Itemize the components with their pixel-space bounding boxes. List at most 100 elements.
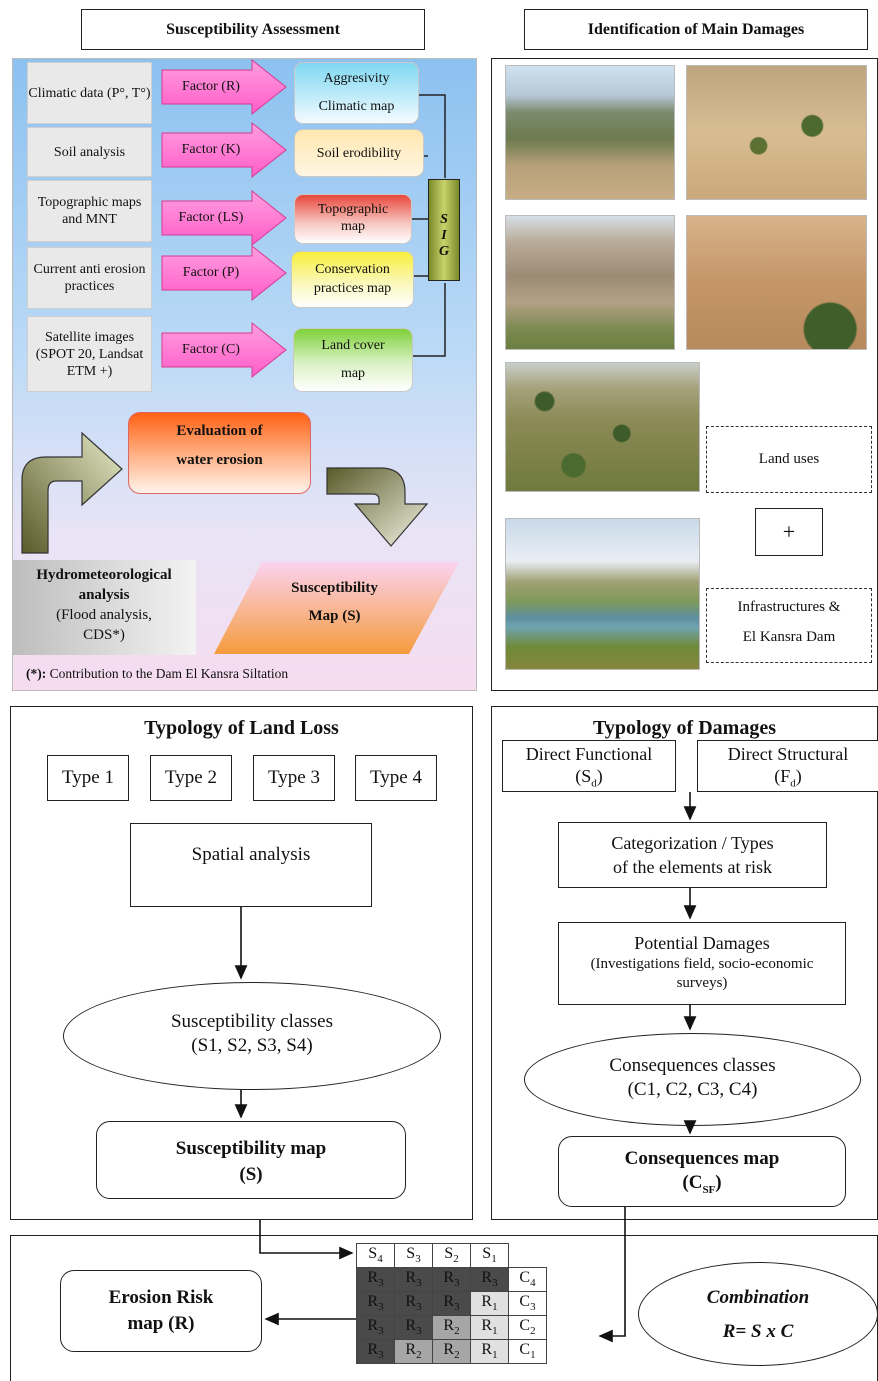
sd-sub: d <box>591 777 597 790</box>
cmap-line: (CSF) <box>682 1172 722 1196</box>
hydro-subtitle: (Flood analysis, CDS*) <box>56 607 152 643</box>
sig-letter: I <box>441 228 447 243</box>
factor-r-label: Factor (R) <box>182 79 240 94</box>
susceptibility-classes-ellipse: Susceptibility classes (S1, S2, S3, S4) <box>63 982 441 1090</box>
susceptibility-assessment-header: Susceptibility Assessment <box>81 9 425 50</box>
damages-title: Typology of Damages <box>593 716 776 739</box>
landscape-photo-4 <box>686 215 867 350</box>
susceptibility-line: Susceptibility <box>291 580 378 596</box>
factor-c-label: Factor (C) <box>182 342 240 357</box>
matrix-s-header: S1 <box>470 1243 509 1268</box>
type-1-box: Type 1 <box>47 755 129 801</box>
combination-ellipse: Combination R= S x C <box>638 1262 878 1366</box>
erosion-line: Erosion Risk <box>108 1287 214 1308</box>
landscape-photo-3 <box>505 215 675 350</box>
classes-line: (S1, S2, S3, S4) <box>191 1035 313 1056</box>
matrix-s-header: S2 <box>432 1243 471 1268</box>
matrix-s-header: S4 <box>356 1243 395 1268</box>
formula-label: R= S x C <box>722 1321 794 1342</box>
evaluation-line: Evaluation of <box>176 423 263 439</box>
infrastructures-box: Infrastructures & El Kansra Dam <box>706 588 872 663</box>
source-soil-analysis: Soil analysis <box>27 127 152 177</box>
potential-damages-box: Potential Damages (Investigations field,… <box>558 922 846 1005</box>
landscape-photo-1 <box>505 65 675 200</box>
potential-title: Potential Damages <box>634 933 770 953</box>
land-loss-title: Typology of Land Loss <box>144 716 339 739</box>
sd-label: (Sd) <box>575 766 603 790</box>
source-satellite-images: Satellite images (SPOT 20, Landsat ETM +… <box>27 316 152 392</box>
factor-k-label: Factor (K) <box>181 142 241 157</box>
sig-letter: G <box>438 244 450 259</box>
map-line: map <box>340 366 366 381</box>
map-line: Land cover <box>321 338 385 353</box>
topographic-map: Topographic map <box>294 194 412 244</box>
classes-line: Susceptibility classes <box>170 1011 333 1032</box>
map-line: Conservation <box>315 262 390 277</box>
map-line: Aggresivity <box>323 71 390 86</box>
direct-functional-box: Direct Functional (Sd) <box>502 740 676 792</box>
susceptibility-map-label: Susceptibility Map (S) <box>262 580 407 640</box>
aggressivity-climatic-map: Aggresivity Climatic map <box>294 62 419 124</box>
arrow-consequences-to-matrix <box>598 1207 626 1343</box>
factor-k-arrow <box>161 121 287 179</box>
land-cover-map: Land cover map <box>293 328 413 392</box>
matrix-risk-cell: R3 <box>432 1291 471 1316</box>
factor-p-label: Factor (P) <box>182 265 240 280</box>
matrix-risk-cell: R2 <box>432 1339 471 1364</box>
curved-arrow-left-icon <box>21 431 123 554</box>
direct-functional-label: Direct Functional <box>525 744 653 764</box>
matrix-c-label: C2 <box>508 1315 547 1340</box>
susceptibility-line: Map (S) <box>308 608 361 624</box>
infra-line: Infrastructures & <box>737 599 841 615</box>
susceptibility-map-shape <box>214 562 459 654</box>
cmap-sub: SF <box>702 1183 716 1196</box>
erosion-risk-map-box: Erosion Risk map (R) <box>60 1270 262 1352</box>
matrix-risk-cell: R1 <box>470 1315 509 1340</box>
factor-arrows <box>161 58 287 379</box>
fd-label: (Fd) <box>774 766 802 790</box>
factor-c-arrow <box>161 321 287 379</box>
curved-arrow-right-icon <box>326 467 429 547</box>
type-2-box: Type 2 <box>150 755 232 801</box>
susceptibility-map-line: (S) <box>239 1164 263 1185</box>
consequences-map-box: Consequences map (CSF) <box>558 1136 846 1207</box>
conseq-line: Consequences classes <box>609 1055 776 1076</box>
landscape-photo-6 <box>505 518 700 670</box>
matrix-s-header: S3 <box>394 1243 433 1268</box>
factor-ls-label: Factor (LS) <box>178 210 244 225</box>
footnote-marker: (*): <box>26 666 47 681</box>
consequences-classes-ellipse: Consequences classes (C1, C2, C3, C4) <box>524 1033 861 1126</box>
type-4-box: Type 4 <box>355 755 437 801</box>
sig-letter: S <box>440 212 448 227</box>
factor-p-arrow <box>161 244 287 302</box>
factor-r-arrow <box>161 58 287 116</box>
spatial-analysis-box: Spatial analysis <box>130 823 372 907</box>
evaluation-line: water erosion <box>176 452 263 468</box>
source-topographic-maps: Topographic maps and MNT <box>27 180 152 242</box>
landscape-photo-2 <box>686 65 867 200</box>
land-uses-box: Land uses <box>706 426 872 493</box>
combination-label: Combination <box>706 1287 810 1308</box>
infra-line: El Kansra Dam <box>742 629 836 645</box>
susceptibility-map-box: Susceptibility map (S) <box>96 1121 406 1199</box>
direct-structural-box: Direct Structural (Fd) <box>697 740 878 792</box>
susceptibility-map-line: Susceptibility map <box>175 1138 327 1159</box>
source-climatic-data: Climatic data (P°, T°) <box>27 62 152 124</box>
source-anti-erosion-practices: Current anti erosion practices <box>27 247 152 309</box>
sd-main: S <box>581 766 592 786</box>
matrix-risk-cell: R2 <box>432 1315 471 1340</box>
map-line: map <box>340 219 366 234</box>
cmap-line: Consequences map <box>624 1148 780 1169</box>
factor-ls-arrow <box>161 189 287 247</box>
hydro-title: Hydrometeorological analysis <box>36 567 172 603</box>
potential-sub: (Investigations field, socio-economic su… <box>590 956 814 991</box>
matrix-risk-cell: R3 <box>394 1267 433 1292</box>
cmap-main: C <box>688 1172 703 1193</box>
map-line: practices map <box>313 281 392 296</box>
